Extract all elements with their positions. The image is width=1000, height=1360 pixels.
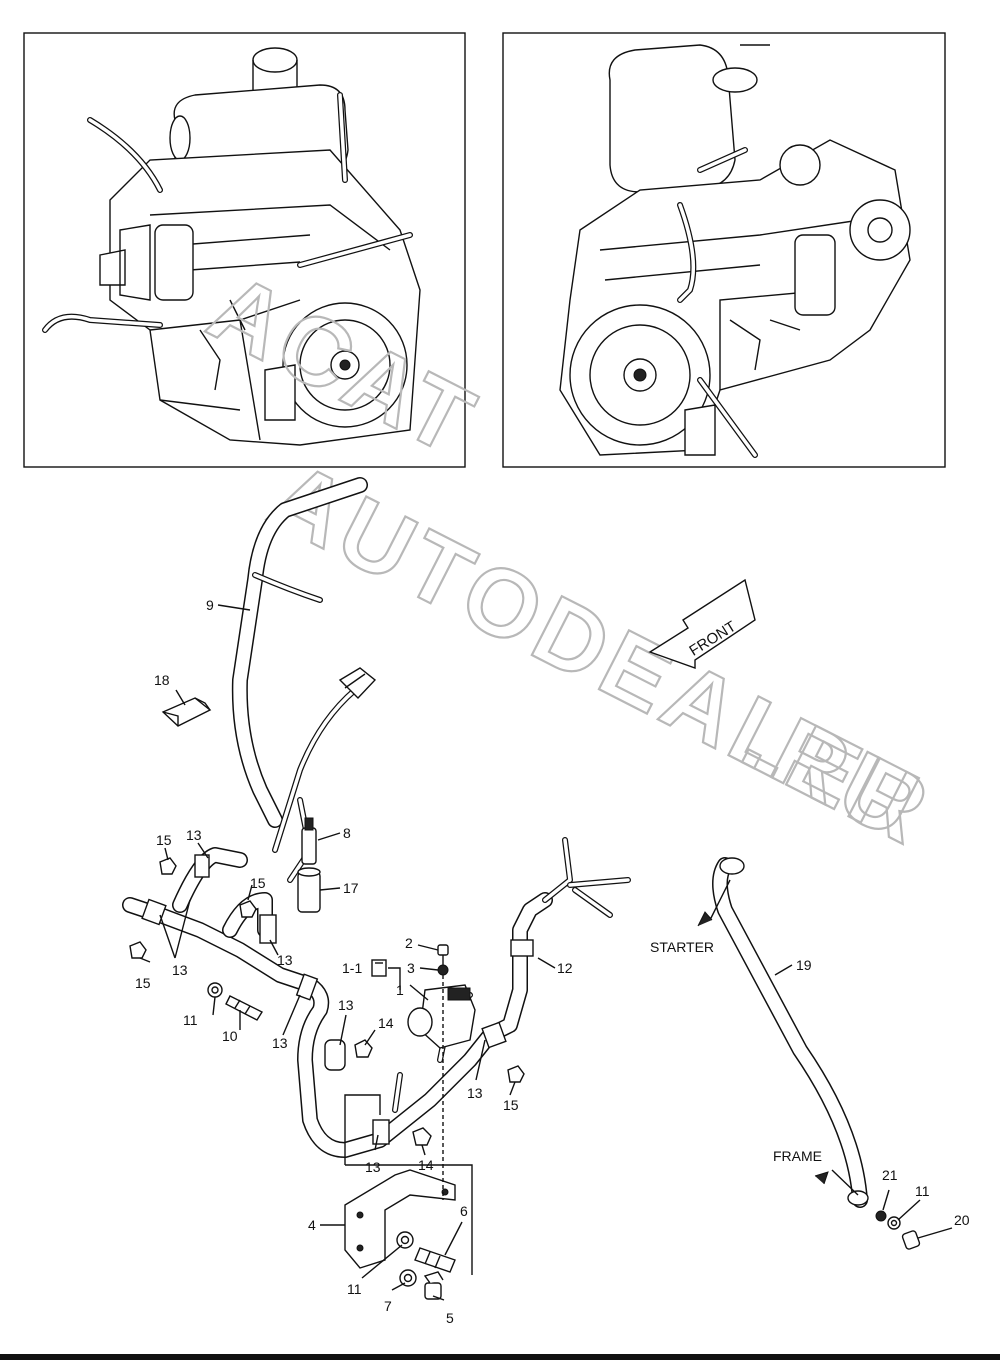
part-11-washer-a: [207, 982, 223, 998]
label-15-d: 15: [503, 1097, 519, 1113]
label-19: 19: [796, 957, 812, 973]
part-1-1-fuse: [371, 959, 387, 977]
front-arrow: FRONT: [648, 578, 756, 669]
label-20: 20: [954, 1212, 970, 1228]
label-1: 1: [396, 982, 404, 998]
label-12: 12: [557, 960, 573, 976]
label-14-b: 14: [418, 1157, 434, 1173]
label-14-a: 14: [378, 1015, 394, 1031]
engine-view-left: [23, 32, 466, 468]
label-15-a: 15: [156, 832, 172, 848]
engine-view-right: [502, 32, 946, 468]
label-13-b: 13: [172, 962, 188, 978]
part-3-washer: [437, 964, 449, 976]
part-14-nut-a: [354, 1039, 373, 1058]
part-8-sensor: [301, 817, 317, 865]
label-21: 21: [882, 1167, 898, 1183]
wire-harness: [231, 477, 377, 883]
label-8: 8: [343, 825, 351, 841]
part-15-bolt-a: [159, 857, 177, 875]
label-13-e: 13: [338, 997, 354, 1013]
label-3: 3: [407, 960, 415, 976]
page-bottom-border: [0, 1354, 1000, 1360]
label-5: 5: [446, 1310, 454, 1326]
label-4: 4: [308, 1217, 316, 1233]
leader-lines: [139, 604, 953, 1301]
part-15-bolt-d: [507, 1065, 525, 1083]
part-15-bolt-c: [239, 900, 257, 918]
part-15-bolt-b: [129, 941, 147, 959]
part-5-bolt: [423, 1271, 444, 1300]
frame-callout: FRAME: [773, 1148, 822, 1164]
part-6-fitting: [414, 1247, 456, 1273]
label-6: 6: [460, 1203, 468, 1219]
label-11-a: 11: [183, 1012, 198, 1028]
label-15-c: 15: [135, 975, 151, 991]
part-2-bolt: [437, 944, 449, 965]
part-number-labels: 9 18 8 17 15 13 15 15 13 13 11 10 13 13 …: [135, 597, 970, 1326]
label-10: 10: [222, 1028, 238, 1044]
part-10-fitting: [225, 995, 264, 1021]
label-13-g: 13: [365, 1159, 381, 1175]
label-13-f: 13: [467, 1085, 483, 1101]
label-11-c: 11: [915, 1183, 930, 1199]
part-14-nut-b: [412, 1127, 432, 1146]
part-4-bracket: [344, 1169, 456, 1269]
label-2: 2: [405, 935, 413, 951]
part-20-bolt: [901, 1230, 921, 1250]
part-11-washer-c: [887, 1216, 901, 1230]
part-7-washer: [399, 1269, 417, 1287]
part-21-washer: [875, 1210, 887, 1222]
part-18-connector: [161, 697, 212, 727]
label-11-b: 11: [347, 1281, 362, 1297]
part-1-relay: [407, 984, 476, 1049]
hose-run: [122, 837, 631, 1158]
part-17-fitting: [297, 867, 321, 913]
part-19-starter-cable: [712, 857, 869, 1208]
label-1-1: 1-1: [342, 960, 362, 976]
label-9: 9: [206, 597, 214, 613]
starter-callout: STARTER: [650, 939, 714, 955]
part-11-washer-b: [396, 1231, 414, 1249]
label-18: 18: [154, 672, 170, 688]
label-13-a: 13: [186, 827, 202, 843]
label-13-c: 13: [277, 952, 293, 968]
label-13-d: 13: [272, 1035, 288, 1051]
label-7: 7: [384, 1298, 392, 1314]
label-17: 17: [343, 880, 359, 896]
label-15-b: 15: [250, 875, 266, 891]
